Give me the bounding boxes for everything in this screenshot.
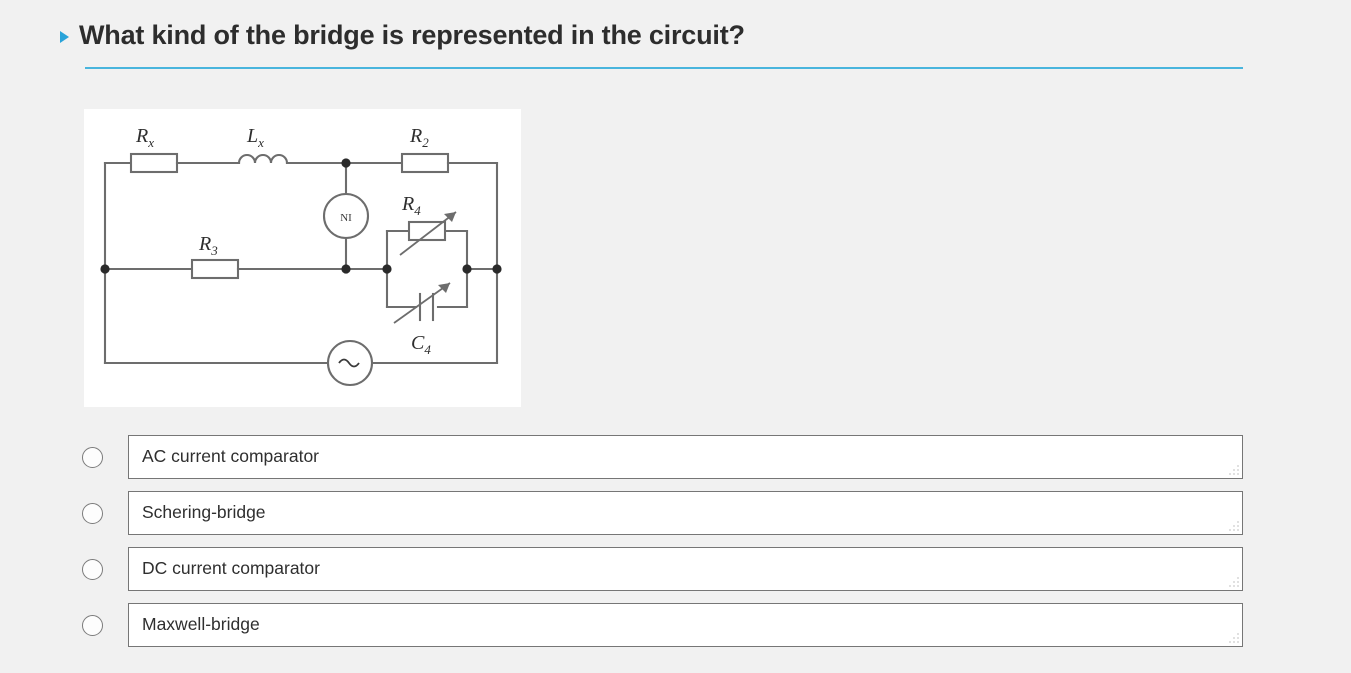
triangle-right-icon bbox=[60, 31, 69, 43]
option-textbox-4[interactable]: Maxwell-bridge bbox=[128, 603, 1243, 647]
title-divider bbox=[85, 67, 1243, 70]
radio-button-option-4[interactable] bbox=[82, 614, 103, 636]
resize-grip-icon[interactable] bbox=[1228, 576, 1241, 589]
option-label-4: Maxwell-bridge bbox=[142, 614, 260, 635]
option-label-3: DC current comparator bbox=[142, 558, 320, 579]
option-textbox-3[interactable]: DC current comparator bbox=[128, 547, 1243, 591]
radio-button-option-3[interactable] bbox=[82, 558, 103, 580]
radio-button-option-1[interactable] bbox=[82, 446, 103, 468]
label-rx: Rx bbox=[135, 125, 154, 150]
question-row: What kind of the bridge is represented i… bbox=[60, 18, 1243, 53]
detector-label: NI bbox=[340, 212, 352, 224]
page-title: What kind of the bridge is represented i… bbox=[79, 20, 745, 50]
label-c4: C4 bbox=[411, 332, 431, 357]
bridge-circuit-diagram: NI Rx Lx R2 R3 R4 bbox=[84, 109, 521, 407]
label-lx: Lx bbox=[246, 125, 264, 150]
list-item[interactable]: AC current comparator bbox=[82, 434, 1243, 480]
list-item[interactable]: DC current comparator bbox=[82, 546, 1243, 592]
answer-options-list: AC current comparator Schering-bridge bbox=[82, 434, 1243, 658]
radio-button-option-2[interactable] bbox=[82, 502, 103, 524]
option-textbox-2[interactable]: Schering-bridge bbox=[128, 491, 1243, 535]
option-label-2: Schering-bridge bbox=[142, 502, 266, 523]
label-r3: R3 bbox=[198, 233, 218, 258]
resize-grip-icon[interactable] bbox=[1228, 632, 1241, 645]
option-label-1: AC current comparator bbox=[142, 446, 320, 467]
label-r2: R2 bbox=[409, 125, 429, 150]
resize-grip-icon[interactable] bbox=[1228, 464, 1241, 477]
list-item[interactable]: Schering-bridge bbox=[82, 490, 1243, 536]
option-textbox-1[interactable]: AC current comparator bbox=[128, 435, 1243, 479]
list-item[interactable]: Maxwell-bridge bbox=[82, 602, 1243, 648]
question-block: What kind of the bridge is represented i… bbox=[60, 18, 1243, 70]
label-r4: R4 bbox=[401, 193, 421, 218]
resize-grip-icon[interactable] bbox=[1228, 520, 1241, 533]
